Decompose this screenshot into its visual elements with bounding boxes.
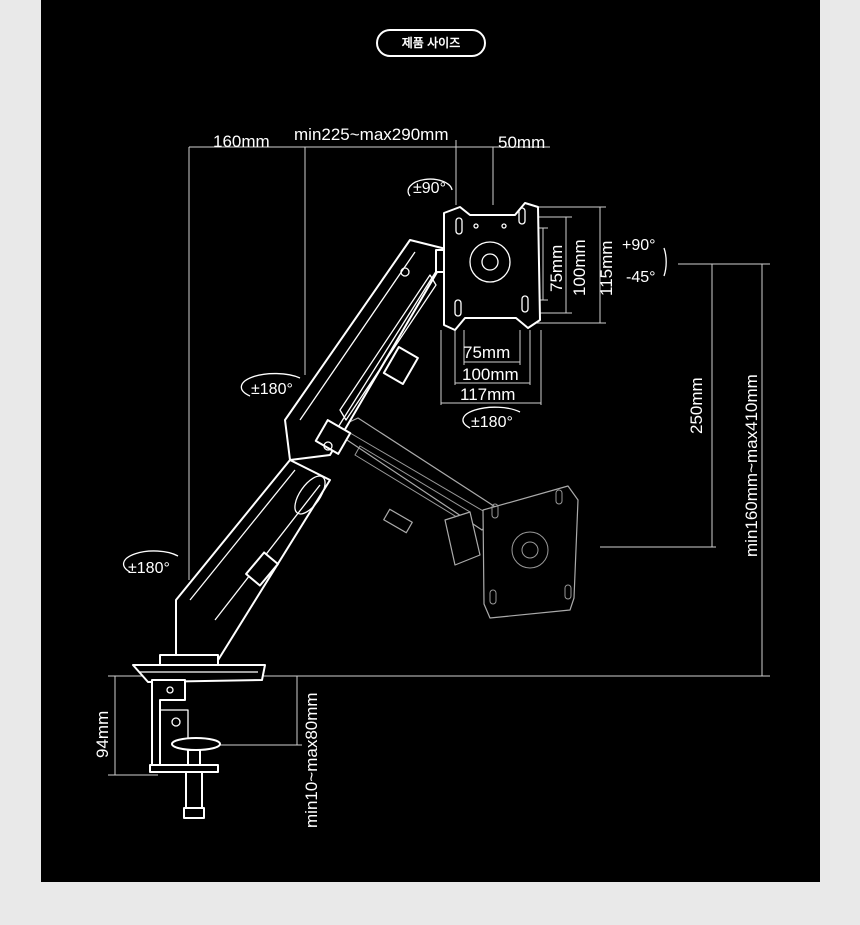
arm-column	[132, 459, 331, 683]
label-tilt-up: +90°	[622, 237, 656, 254]
label-vesa-w-75: 75mm	[463, 343, 510, 362]
product-size-badge: 제품 사이즈	[376, 29, 486, 57]
rotation-arrows	[123, 178, 667, 573]
label-swivel-plate: ±180°	[251, 381, 293, 398]
desk-clamp	[149, 679, 221, 819]
vesa-plate	[443, 202, 541, 331]
label-vesa-rotate: ±90°	[413, 180, 446, 197]
label-arm-short: 160mm	[213, 132, 270, 151]
dimension-lines	[108, 140, 770, 776]
rotate-arrow-icon	[123, 550, 179, 573]
label-desk-range: min10~max80mm	[302, 692, 321, 828]
rotate-arrow-icon	[407, 178, 453, 197]
rotate-arrow-icon	[240, 372, 301, 397]
label-offset: 50mm	[498, 133, 545, 152]
label-arm-long: min225~max290mm	[294, 125, 449, 144]
lower-arm-position	[331, 417, 579, 619]
label-height-250: 250mm	[687, 377, 706, 434]
label-plate-w: 117mm	[460, 385, 515, 404]
label-vesa-h-100: 100mm	[570, 239, 589, 296]
label-height-range: min160mm~max410mm	[742, 374, 761, 557]
label-vesa-w-100: 100mm	[462, 365, 519, 384]
label-plate-h: 115mm	[597, 241, 616, 296]
label-tilt-down: -45°	[626, 269, 656, 286]
label-base: ±180°	[128, 560, 170, 577]
tilt-arrow-icon	[663, 247, 667, 277]
label-vesa-h-75: 75mm	[547, 245, 566, 292]
label-clamp-h: 94mm	[93, 711, 112, 758]
rotate-arrow-icon	[462, 406, 521, 429]
label-elbow: ±180°	[471, 414, 513, 431]
